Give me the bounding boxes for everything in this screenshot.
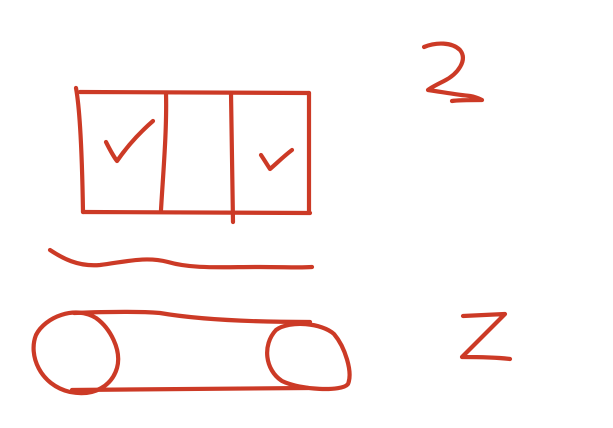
checkmark-cell-3 [258,147,295,172]
cylinder-right-end [265,321,352,392]
cylinder-bottom-edge [69,385,311,393]
box-divider-1 [158,90,169,213]
numeral-2-glyph [421,41,485,104]
ink-strokes [31,41,513,396]
box-top-edge [77,89,312,96]
wavy-underline [47,247,315,270]
letter-z-glyph [459,311,513,362]
cylinder-top-edge [71,309,313,325]
cylinder-left-end [31,310,121,396]
box-left-edge [73,85,86,215]
box-divider-2 [228,90,236,225]
checkmark-cell-1 [103,118,156,164]
box-bottom-edge [80,209,313,216]
